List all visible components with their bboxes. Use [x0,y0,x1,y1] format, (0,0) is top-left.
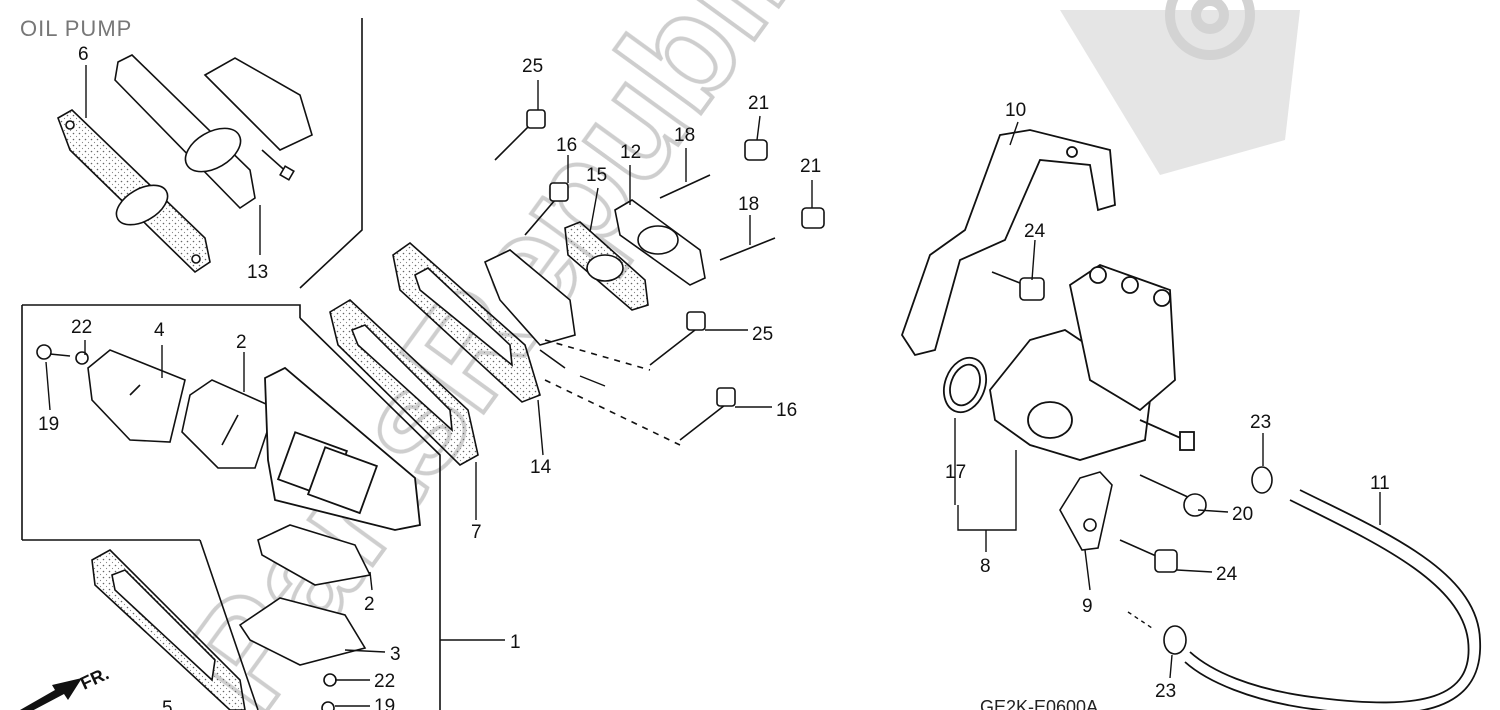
callout-11: 11 [1370,473,1390,494]
callout-12: 12 [620,142,641,163]
part-8-oil-pump [989,264,1195,461]
watermark-logo-gear-icon [1060,0,1300,175]
part-14-reed-valve-body [392,241,576,403]
callout-8: 8 [980,556,991,577]
part-12-flange [614,199,706,286]
callout-25-a: 25 [522,56,543,77]
callout-22-b: 22 [374,671,395,692]
callout-13: 13 [247,262,268,283]
part-4-reed-petal [87,349,186,443]
callout-7: 7 [471,522,482,543]
callout-4: 4 [154,320,165,341]
part-9-plate [1059,471,1113,551]
callout-18-b: 18 [738,194,759,215]
outline-boxes [21,18,505,710]
part-17-o-ring [943,356,987,414]
callout-1: 1 [510,632,521,653]
part-2-reed-petal [181,379,276,469]
callout-23-a: 23 [1250,412,1271,433]
callout-23-b: 23 [1155,681,1176,702]
callout-6: 6 [78,44,89,65]
callout-14: 14 [530,457,552,478]
part-6-gasket [57,109,211,274]
callout-21-a: 21 [748,93,769,114]
bolts-and-nuts [494,109,825,446]
part-11-oil-tube [1184,489,1481,710]
part-10-bracket [901,129,1116,357]
callout-20: 20 [1232,504,1253,525]
callout-10: 10 [1005,100,1026,121]
callout-2-b: 2 [364,594,375,615]
callout-19-b: 19 [374,696,395,710]
callout-16-a: 16 [556,135,577,156]
fr-label: FR. [77,663,112,693]
callout-labels: 6 13 22 4 2 19 25 16 15 12 18 21 18 21 2… [38,44,1390,710]
callout-24-b: 24 [1216,564,1238,585]
callout-17: 17 [945,462,966,483]
part-15-gasket [564,221,649,311]
part-23-clamps [1163,466,1273,655]
callout-18-a: 18 [674,125,695,146]
part-7-gasket [329,299,479,466]
diagram-code: GE2K-E0600A [980,697,1099,710]
page-title: OIL PUMP [20,16,133,41]
callout-16-b: 16 [776,400,797,421]
callout-21-b: 21 [800,156,821,177]
part-1-reed-valve-block [264,366,421,531]
part-13-reed-valve-insulator [114,54,313,210]
callout-3: 3 [390,644,401,665]
part-19-screw [36,344,337,710]
part-3-reed-stopper [238,524,372,666]
callout-24-a: 24 [1024,221,1046,242]
callout-15: 15 [586,165,607,186]
callout-19-a: 19 [38,414,59,435]
fr-direction-arrow: FR. [20,663,112,710]
leader-lines [45,65,1381,707]
callout-5: 5 [162,698,173,710]
callout-2-a: 2 [236,332,247,353]
callout-22-a: 22 [71,317,92,338]
callout-25-b: 25 [752,324,773,345]
part-5-gasket [91,549,246,710]
callout-9: 9 [1082,596,1093,617]
